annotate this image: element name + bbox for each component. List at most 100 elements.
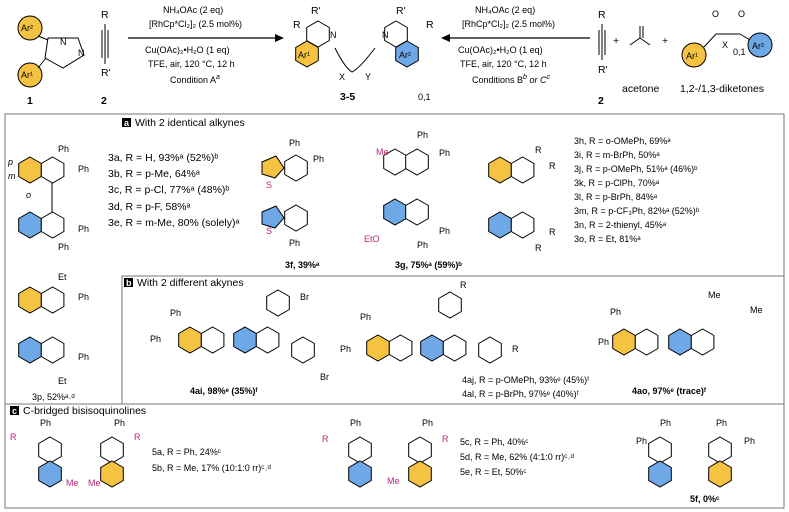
svg-text:Ph: Ph	[610, 307, 621, 317]
svg-text:Ph: Ph	[58, 242, 69, 252]
svg-text:R: R	[10, 432, 17, 442]
svg-text:5c, R = Ph, 40%ᶜ: 5c, R = Ph, 40%ᶜ	[460, 437, 528, 447]
svg-text:R: R	[549, 161, 556, 171]
top-scheme: Ar² Ar¹ N N 1 R R' 2 NH₄OAc (2 eq) [RhCp…	[17, 5, 773, 107]
svg-text:R: R	[293, 19, 301, 31]
section-c-title: C-bridged bisisoquinolines	[23, 405, 146, 417]
compound-5a-5b: R R Ph Ph Me Me 5a, R = Ph, 24%ᶜ 5b, R =…	[10, 418, 271, 488]
svg-text:Ph: Ph	[598, 337, 609, 347]
alkyne-r: R	[101, 9, 109, 21]
svg-text:N: N	[330, 30, 337, 40]
svg-text:Ph: Ph	[78, 352, 89, 362]
svg-text:Condition Aa: Condition Aa	[170, 74, 220, 85]
compound-4aj-4al: Ph Ph R R 4aj, R = p-OMePh, 93%ᵉ (45%)ᶠ …	[340, 280, 589, 399]
svg-text:TFE, air, 120 °C, 12 h: TFE, air, 120 °C, 12 h	[148, 59, 235, 69]
svg-text:Cu(OAc)₂•H₂O (1 eq): Cu(OAc)₂•H₂O (1 eq)	[458, 45, 543, 55]
svg-text:R: R	[426, 19, 434, 31]
svg-text:5d, R = Me, 62% (4:1:0 rr)ᶜ˒ᵈ: 5d, R = Me, 62% (4:1:0 rr)ᶜ˒ᵈ	[460, 452, 574, 462]
svg-text:NH₄OAc (2 eq): NH₄OAc (2 eq)	[163, 5, 223, 15]
reactant-1: Ar² Ar¹ N N 1	[17, 15, 85, 107]
svg-text:X: X	[722, 40, 728, 50]
compound-5f: Ph Ph Ph Ph 5f, 0%ᶜ	[636, 418, 755, 504]
svg-text:N: N	[78, 48, 85, 58]
svg-text:3m, R = p-CF₃Ph, 82%ᵃ (52%)ᵇ: 3m, R = p-CF₃Ph, 82%ᵃ (52%)ᵇ	[574, 206, 700, 216]
svg-text:3n, R = 2-thienyl, 45%ᵃ: 3n, R = 2-thienyl, 45%ᵃ	[574, 220, 667, 230]
svg-text:+: +	[613, 35, 619, 47]
svg-text:Ph: Ph	[170, 308, 181, 318]
right-reagents: R R' 2 + acetone + Ar¹ Ar² O O X 0,1 1,2…	[598, 9, 773, 107]
svg-text:Ph: Ph	[439, 148, 450, 158]
svg-text:3b, R = p-Me, 64%ᵃ: 3b, R = p-Me, 64%ᵃ	[108, 168, 200, 180]
svg-text:R: R	[535, 243, 542, 253]
svg-text:5f, 0%ᶜ: 5f, 0%ᶜ	[690, 494, 720, 504]
conditions-a: NH₄OAc (2 eq) [RhCp*Cl₂]₂ (2.5 mol%) Cu(…	[128, 5, 284, 85]
svg-text:Ph: Ph	[340, 344, 351, 354]
reactant-1-number: 1	[27, 95, 33, 107]
svg-text:N: N	[60, 37, 67, 47]
svg-text:Ph: Ph	[58, 144, 69, 154]
svg-text:R: R	[442, 434, 449, 444]
svg-text:3l, R = p-BrPh, 84%ᵃ: 3l, R = p-BrPh, 84%ᵃ	[574, 192, 658, 202]
svg-text:R': R'	[396, 5, 406, 17]
acetone-label: acetone	[622, 83, 660, 95]
svg-text:3e, R = m-Me, 80% (solely)ᵃ: 3e, R = m-Me, 80% (solely)ᵃ	[108, 217, 239, 229]
svg-text:R: R	[322, 434, 329, 444]
svg-text:p: p	[7, 157, 13, 167]
svg-text:c: c	[12, 406, 17, 416]
svg-text:3a, R = H, 93%ᵃ (52%)ᵇ: 3a, R = H, 93%ᵃ (52%)ᵇ	[108, 152, 218, 164]
svg-text:5e, R = Et, 50%ᶜ: 5e, R = Et, 50%ᶜ	[460, 467, 526, 477]
svg-text:3g, 75%ᵃ (59%)ᵇ: 3g, 75%ᵃ (59%)ᵇ	[395, 260, 462, 270]
svg-text:Ph: Ph	[114, 418, 125, 428]
svg-text:3j, R = p-OMePh, 51%ᵃ (46%)ᵇ: 3j, R = p-OMePh, 51%ᵃ (46%)ᵇ	[574, 164, 698, 174]
svg-text:Ph: Ph	[439, 226, 450, 236]
svg-text:TFE, air, 120 °C, 12 h: TFE, air, 120 °C, 12 h	[460, 59, 547, 69]
svg-text:Ph: Ph	[360, 312, 371, 322]
section-a-header: a With 2 identical alkynes	[122, 117, 245, 129]
svg-text:Ph: Ph	[313, 154, 324, 164]
compound-3h-3o: R R R R 3h, R = o-OMePh, 69%ᵃ 3i, R = m-…	[489, 136, 700, 253]
svg-text:0,1: 0,1	[418, 92, 431, 102]
ar2-label: Ar²	[21, 23, 33, 33]
svg-text:Ph: Ph	[40, 418, 51, 428]
svg-text:4al, R = p-BrPh, 97%ᵉ (40%)ᶠ: 4al, R = p-BrPh, 97%ᵉ (40%)ᶠ	[462, 389, 579, 399]
compound-3p: Et Ph Ph Et 3p, 52%ᵃ˒ᵈ	[19, 272, 89, 402]
svg-text:Ar²: Ar²	[399, 50, 411, 60]
alkyne-number: 2	[101, 95, 107, 107]
conditions-bc: NH₄OAc (2 eq) [RhCp*Cl₂]₂ (2.5 mol%) Cu(…	[441, 5, 590, 85]
ar1-label: Ar¹	[21, 70, 33, 80]
svg-text:5b, R = Me, 17% (10:1:0 rr)ᶜ˒ᵈ: 5b, R = Me, 17% (10:1:0 rr)ᶜ˒ᵈ	[152, 463, 271, 473]
product-3-5: N N R R' R' R Ar¹ Ar² X Y 3-5 0,1	[293, 5, 434, 103]
svg-text:Ph: Ph	[417, 240, 428, 250]
svg-text:Y: Y	[365, 72, 371, 82]
svg-text:O: O	[712, 9, 719, 19]
svg-text:Ar²: Ar²	[752, 41, 764, 51]
compound-4ai: Ph Ph Br Br 4ai, 98%ᵉ (35%)ᶠ	[150, 289, 329, 396]
svg-text:5a, R = Ph, 24%ᶜ: 5a, R = Ph, 24%ᶜ	[152, 447, 221, 457]
svg-text:Me: Me	[387, 476, 400, 486]
svg-text:NH₄OAc (2 eq): NH₄OAc (2 eq)	[475, 5, 535, 15]
svg-text:+: +	[662, 35, 668, 47]
svg-text:2: 2	[598, 95, 604, 107]
svg-text:Me: Me	[708, 290, 721, 300]
svg-text:N: N	[382, 30, 389, 40]
section-b-title: With 2 different akynes	[137, 277, 244, 289]
svg-text:Et: Et	[58, 376, 67, 386]
svg-text:Conditions Bb or Cc: Conditions Bb or Cc	[472, 74, 550, 85]
svg-text:Ph: Ph	[422, 418, 433, 428]
svg-text:Ph: Ph	[78, 164, 89, 174]
svg-text:3k, R = p-ClPh, 70%ᵃ: 3k, R = p-ClPh, 70%ᵃ	[574, 178, 660, 188]
section-a-title: With 2 identical alkynes	[135, 117, 245, 129]
svg-text:Ar¹: Ar¹	[686, 51, 698, 61]
svg-text:m: m	[8, 171, 16, 181]
svg-text:Ph: Ph	[417, 130, 428, 140]
section-b-header: b With 2 different akynes	[124, 277, 244, 289]
svg-text:Me: Me	[750, 305, 763, 315]
svg-text:R: R	[134, 432, 141, 442]
compound-5c-5e: R R Ph Ph Me 5c, R = Ph, 40%ᶜ 5d, R = Me…	[322, 418, 574, 488]
product-label: 3-5	[340, 91, 355, 103]
svg-text:Me: Me	[66, 478, 79, 488]
svg-text:Br: Br	[320, 372, 329, 382]
svg-text:0,1: 0,1	[733, 47, 746, 57]
svg-text:3o, R = Et, 81%ᵃ: 3o, R = Et, 81%ᵃ	[574, 234, 641, 244]
svg-text:[RhCp*Cl₂]₂ (2.5 mol%): [RhCp*Cl₂]₂ (2.5 mol%)	[462, 19, 555, 29]
